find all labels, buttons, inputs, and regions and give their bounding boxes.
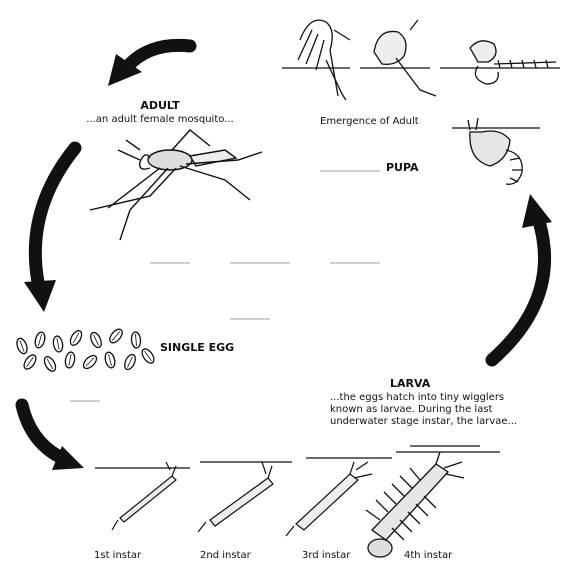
adult-title: ADULT — [100, 100, 220, 112]
adult-caption: ...an adult female mosquito... — [60, 114, 260, 126]
instar-2-label: 2nd instar — [200, 550, 251, 562]
instar-4-larva — [366, 452, 464, 557]
larva-water-lines — [95, 446, 500, 468]
larva-title: LARVA — [390, 378, 430, 390]
background-speckles — [70, 170, 380, 402]
instar-1-label: 1st instar — [94, 550, 141, 562]
adult-mosquito-illustration — [90, 130, 262, 240]
arrow-bottom-left — [22, 405, 84, 470]
instar-3-label: 3rd instar — [302, 550, 350, 562]
arrow-right-up — [492, 194, 552, 360]
arrow-top-left — [108, 45, 190, 86]
arrow-left-down — [24, 148, 75, 312]
egg-title: SINGLE EGG — [160, 342, 234, 354]
instar-4-label: 4th instar — [404, 550, 452, 562]
emergence-illustration — [282, 20, 560, 100]
egg-cluster — [15, 327, 156, 373]
pupa-illustration — [452, 118, 540, 184]
emergence-caption: Emergence of Adult — [320, 116, 419, 128]
instar-3-larva — [286, 462, 372, 536]
instar-1-larva — [112, 462, 176, 530]
larva-caption: ...the eggs hatch into tiny wigglers kno… — [330, 392, 520, 428]
instar-2-larva — [198, 462, 273, 532]
pupa-title: PUPA — [386, 162, 419, 174]
